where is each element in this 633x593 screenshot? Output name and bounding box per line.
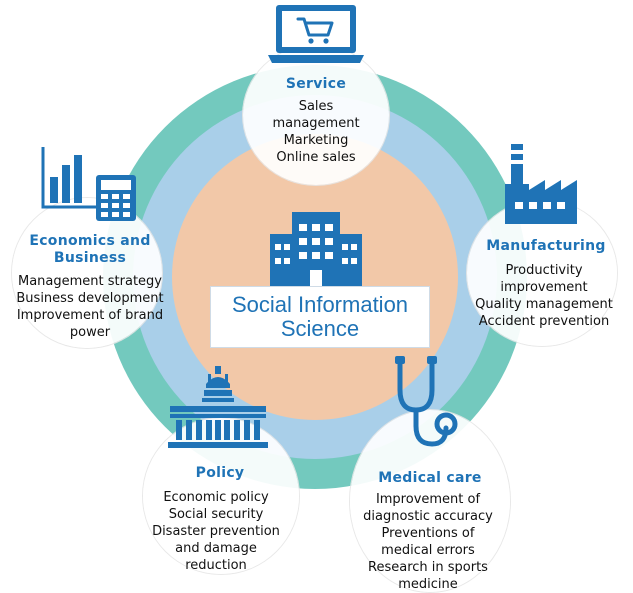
manufacturing-item: Productivity (505, 263, 583, 278)
policy-title: Policy (195, 465, 245, 481)
economics-item: Business development (16, 291, 164, 306)
service-item: Sales (298, 99, 334, 114)
bar-chart-calculator-icon (41, 147, 136, 221)
economics-item: power (69, 325, 111, 340)
policy-item: reduction (185, 558, 247, 573)
policy-items: Economic policy Social security Disaster… (126, 489, 306, 574)
medical-item: Research in sports (368, 560, 488, 575)
service-item: Marketing (283, 133, 349, 148)
economics-title-line1: Economics and (29, 233, 151, 249)
medical-item: medical errors (381, 543, 475, 558)
policy-item: Economic policy (163, 490, 269, 505)
manufacturing-item: Quality management (475, 297, 613, 312)
factory-icon (505, 144, 577, 224)
policy-item: and damage (175, 541, 257, 556)
service-items: Sales management Marketing Online sales (246, 98, 386, 166)
center-title-box: Social Information Science (210, 286, 430, 348)
manufacturing-item: Accident prevention (478, 314, 610, 329)
medical-item: diagnostic accuracy (363, 509, 493, 524)
service-item: Online sales (276, 150, 356, 165)
economics-title-line2: Business (53, 250, 127, 266)
service-bubble (243, 45, 389, 185)
economics-item: Improvement of brand (16, 308, 164, 323)
parliament-building-icon (168, 366, 268, 448)
medical-title: Medical care (378, 470, 482, 486)
medical-item: medicine (398, 577, 458, 592)
manufacturing-title: Manufacturing (486, 238, 606, 254)
economics-bubble (12, 198, 162, 348)
manufacturing-items: Productivity improvement Quality managem… (458, 262, 630, 330)
manufacturing-item: improvement (500, 280, 588, 295)
stethoscope-icon (395, 356, 458, 447)
medical-item: Improvement of (375, 492, 481, 507)
policy-item: Disaster prevention (152, 524, 280, 539)
medical-item: Preventions of (381, 526, 475, 541)
medical-bubble (350, 410, 510, 592)
manufacturing-bubble (467, 200, 617, 346)
service-item: management (272, 116, 360, 131)
office-building-icon (270, 212, 362, 290)
center-title-line2: Science (280, 316, 360, 341)
economics-items: Management strategy Business development… (0, 273, 180, 341)
medical-items: Improvement of diagnostic accuracy Preve… (336, 491, 520, 593)
economics-item: Management strategy (18, 274, 162, 289)
economics-title: Economics and Business (10, 233, 170, 267)
shopping-cart-laptop-icon (268, 5, 364, 63)
policy-item: Social security (168, 507, 264, 522)
service-title: Service (285, 76, 347, 92)
center-title-line1: Social Information (231, 292, 409, 317)
